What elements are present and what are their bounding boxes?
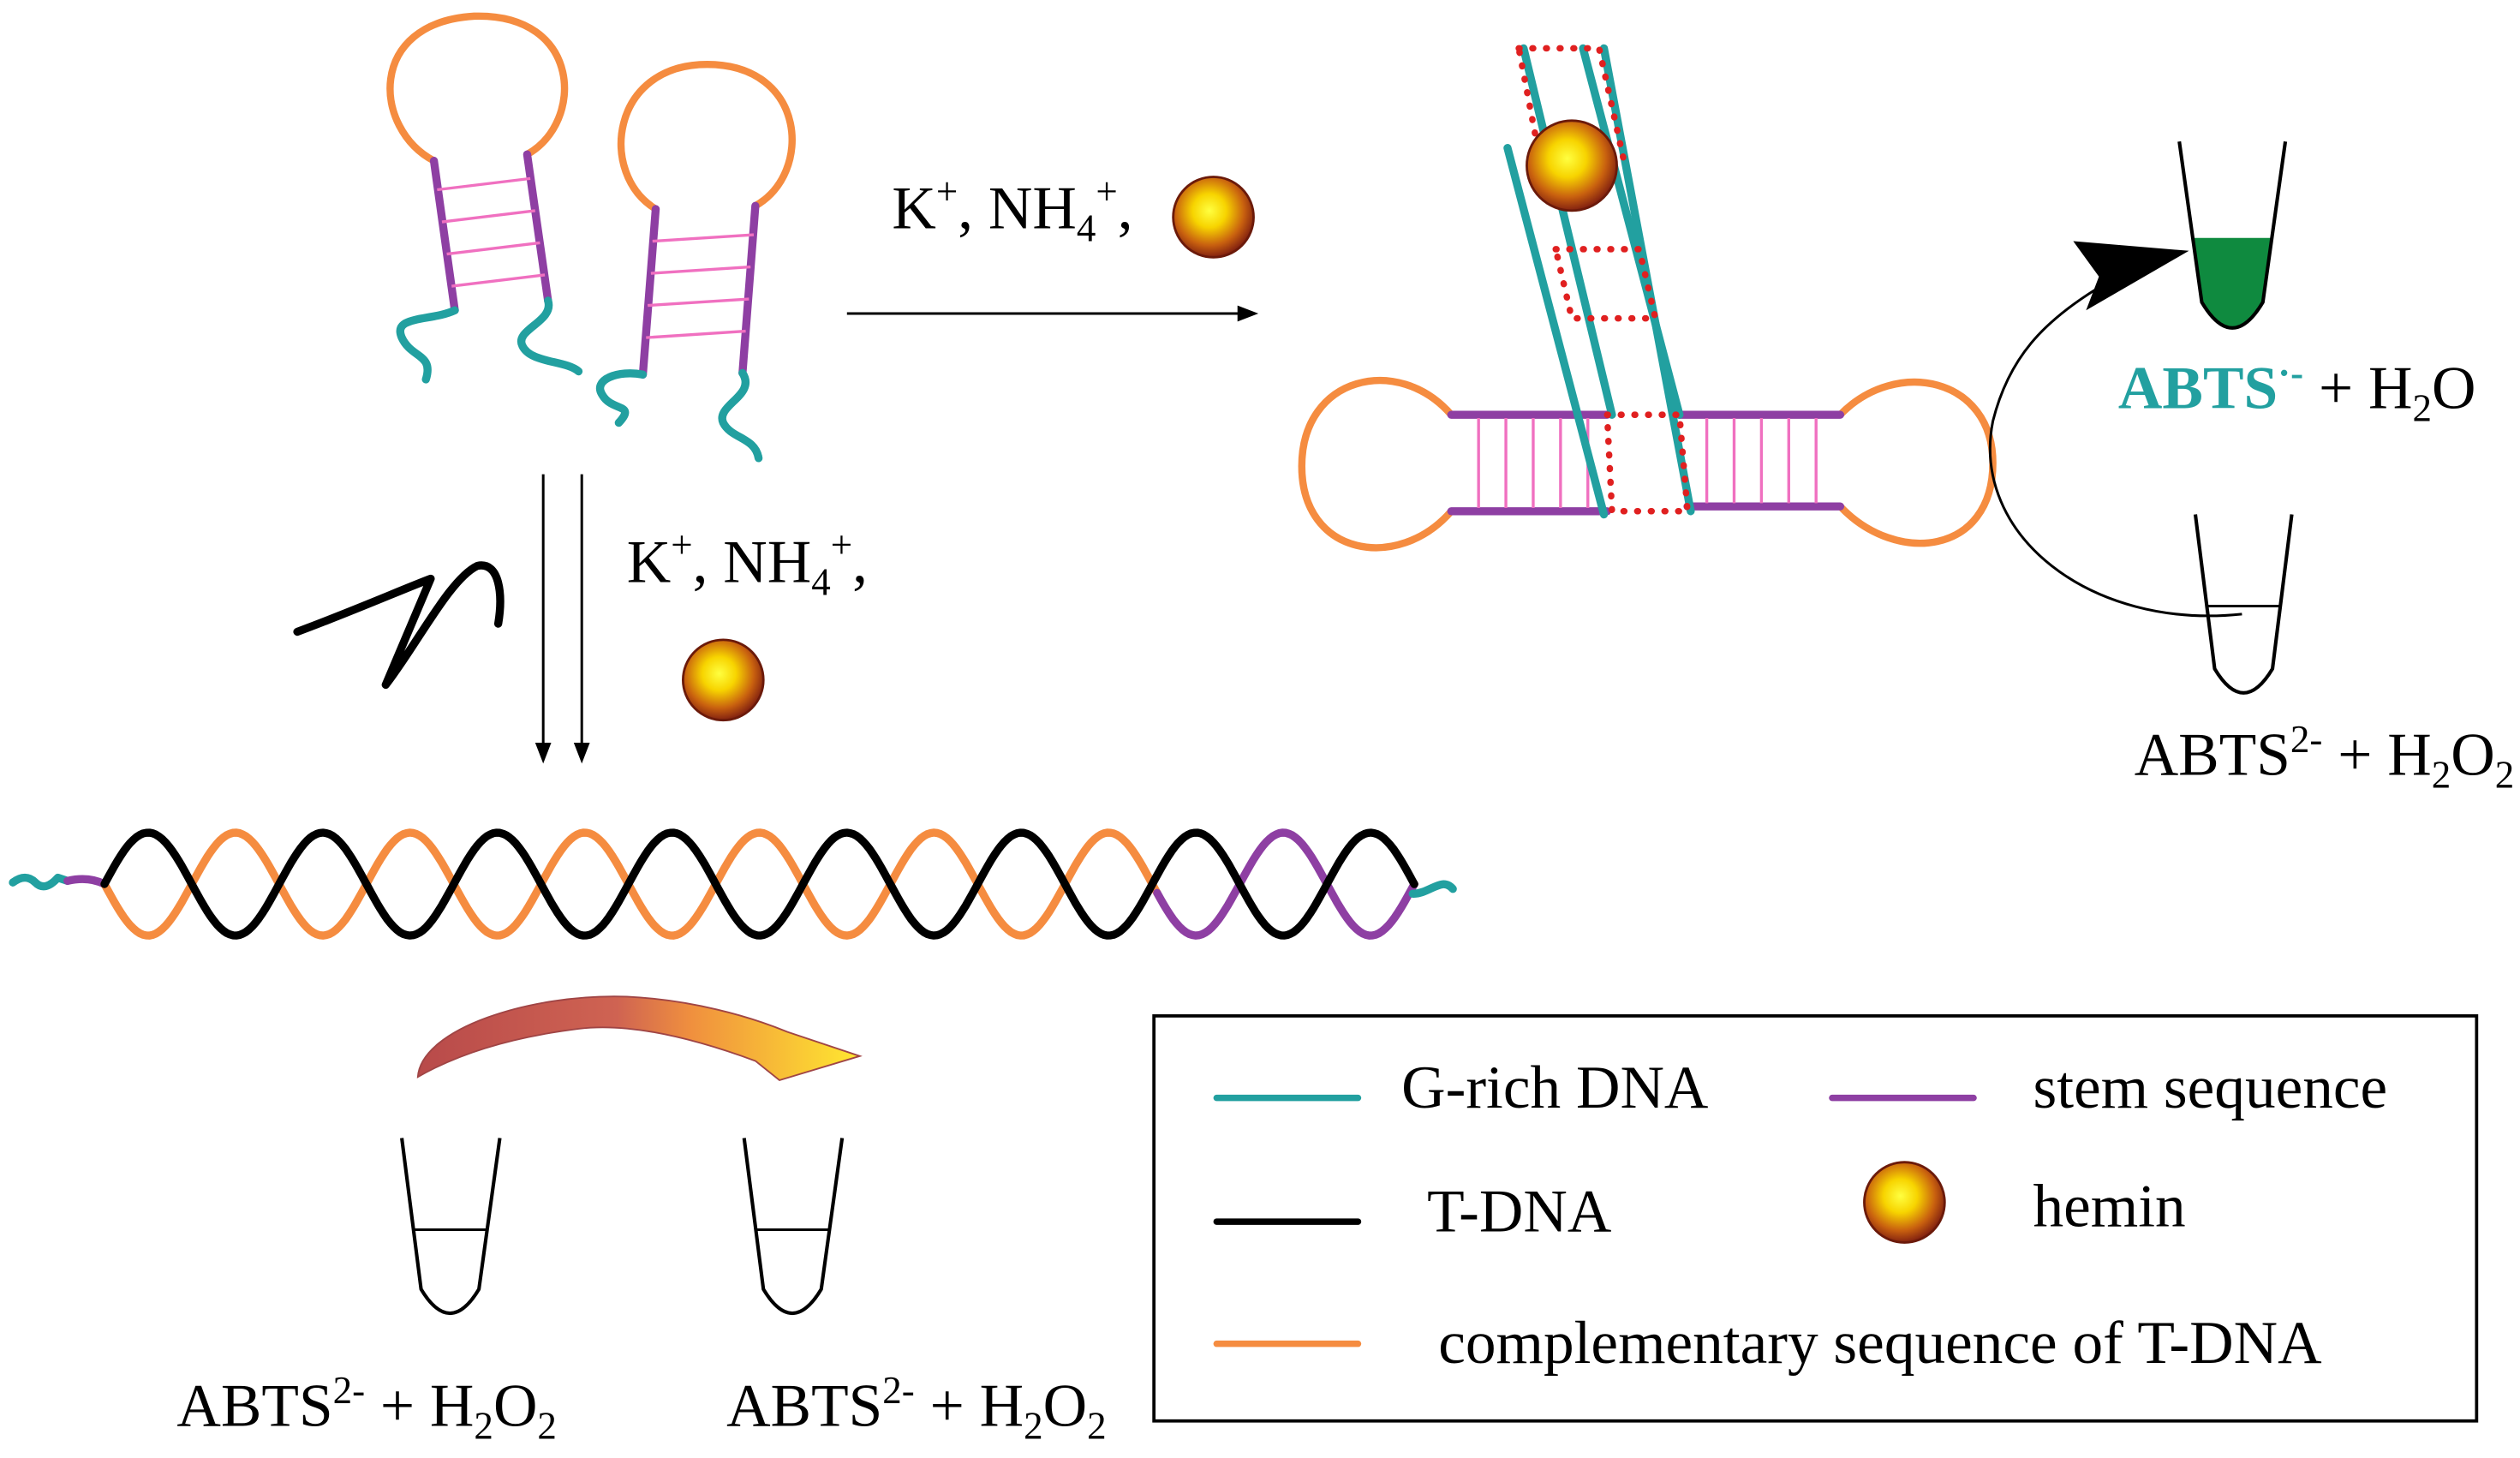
- target-dna-pathway: K+, NH4+,: [293, 474, 868, 764]
- hairpin-1-base-pair: [441, 209, 536, 224]
- hairpin-1-stem-right: [523, 150, 552, 305]
- legend: G-rich DNA stem sequence T-DNA hemin com…: [1152, 1014, 2479, 1423]
- helix-target-strand: [100, 828, 1418, 940]
- legend-complementary-label: complementary sequence of T-DNA: [1438, 1309, 2321, 1377]
- reagent-label-top: K+, NH4+,: [892, 170, 1132, 249]
- hairpin-2-g-rich-tail-right: [718, 368, 763, 463]
- hairpin-probe-2: [596, 60, 796, 463]
- hairpin-2-stem-left: [638, 205, 660, 379]
- hairpin-probe-1: [386, 12, 583, 384]
- tube-oxidized: [2177, 140, 2288, 330]
- reagent-label-middle: K+, NH4+,: [627, 523, 868, 603]
- substrate-label-left: ABTS2- + H2O2: [176, 1369, 557, 1447]
- hairpin-2-base-pair: [648, 297, 749, 308]
- helix-stem-segment: [1153, 828, 1418, 940]
- hairpin-1-loop: [386, 12, 569, 164]
- g-quadruplex-dnazyme: [1298, 44, 1997, 552]
- hairpin-2-loop: [617, 60, 796, 213]
- legend-g-rich-label: G-rich DNA: [1401, 1054, 1708, 1121]
- g-quartet-middle: [1551, 246, 1660, 322]
- catalytic-cycle: ABTS·- + H2O ABTS2- + H2O2: [1988, 140, 2515, 796]
- hairpin-2-g-rich-tail-left: [596, 369, 648, 427]
- g-rich-strand: [1520, 44, 1616, 419]
- tube-right: [742, 1138, 845, 1315]
- arrow-down-head-1: [534, 742, 552, 764]
- dnazyme-left-loop: [1298, 376, 1455, 552]
- dnazyme-right-loop: [1836, 378, 1997, 547]
- helix-right-g-rich-tail: [1408, 880, 1457, 899]
- legend-box: [1152, 1014, 2479, 1423]
- hairpin-1-g-rich-tail-right: [517, 296, 583, 376]
- hairpin-1-base-pair: [451, 273, 546, 288]
- helix-left-stem-segment: [63, 875, 109, 888]
- arrow-down-head-2: [573, 742, 590, 764]
- curved-gradient-arrow: [416, 995, 863, 1082]
- substrate-label-center: ABTS2- + H2O2: [726, 1369, 1107, 1447]
- double-helix: [9, 828, 1457, 940]
- hairpin-1-base-pair: [437, 176, 531, 192]
- legend-t-dna-label: T-DNA: [1427, 1177, 1611, 1245]
- arrow-head: [1237, 305, 1259, 322]
- tube-substrate: [2193, 514, 2294, 695]
- cycle-arrow: [1988, 288, 2242, 618]
- hemin-icon: [1526, 119, 1618, 212]
- hemin-icon: [682, 638, 765, 722]
- no-color-change: ABTS2- + H2O2 ABTS2- + H2O2: [176, 995, 1107, 1447]
- hairpin-1-g-rich-tail-left: [396, 306, 459, 384]
- substrate-label-right: ABTS2- + H2O2: [2135, 718, 2515, 796]
- g-quartet-bottom: [1603, 411, 1692, 515]
- tube-left: [400, 1138, 502, 1315]
- hemin-icon: [1172, 176, 1255, 259]
- legend-stem-label: stem sequence: [2033, 1054, 2387, 1121]
- cycle-arrow-head: [2073, 241, 2189, 311]
- product-label: ABTS·- + H2O: [2118, 351, 2476, 429]
- hairpin-2-stem-right: [738, 201, 760, 378]
- target-dna-strand: [293, 561, 505, 690]
- hairpin-2-base-pair: [652, 233, 755, 243]
- g-rich-strand: [1599, 44, 1695, 516]
- hairpin-2-base-pair: [650, 265, 751, 275]
- g-rich-strand: [1503, 144, 1609, 519]
- green-fill: [2192, 237, 2273, 328]
- hairpin-1-base-pair: [446, 241, 540, 256]
- hairpin-2-base-pair: [646, 329, 746, 339]
- g-quartet-top: [1514, 45, 1627, 161]
- hemin-icon: [1863, 1161, 1946, 1244]
- legend-hemin-label: hemin: [2033, 1173, 2185, 1240]
- reaction-arrow-top: K+, NH4+,: [846, 170, 1259, 322]
- hairpin-1-stem-left: [429, 157, 459, 314]
- helix-left-g-rich-tail: [9, 873, 72, 891]
